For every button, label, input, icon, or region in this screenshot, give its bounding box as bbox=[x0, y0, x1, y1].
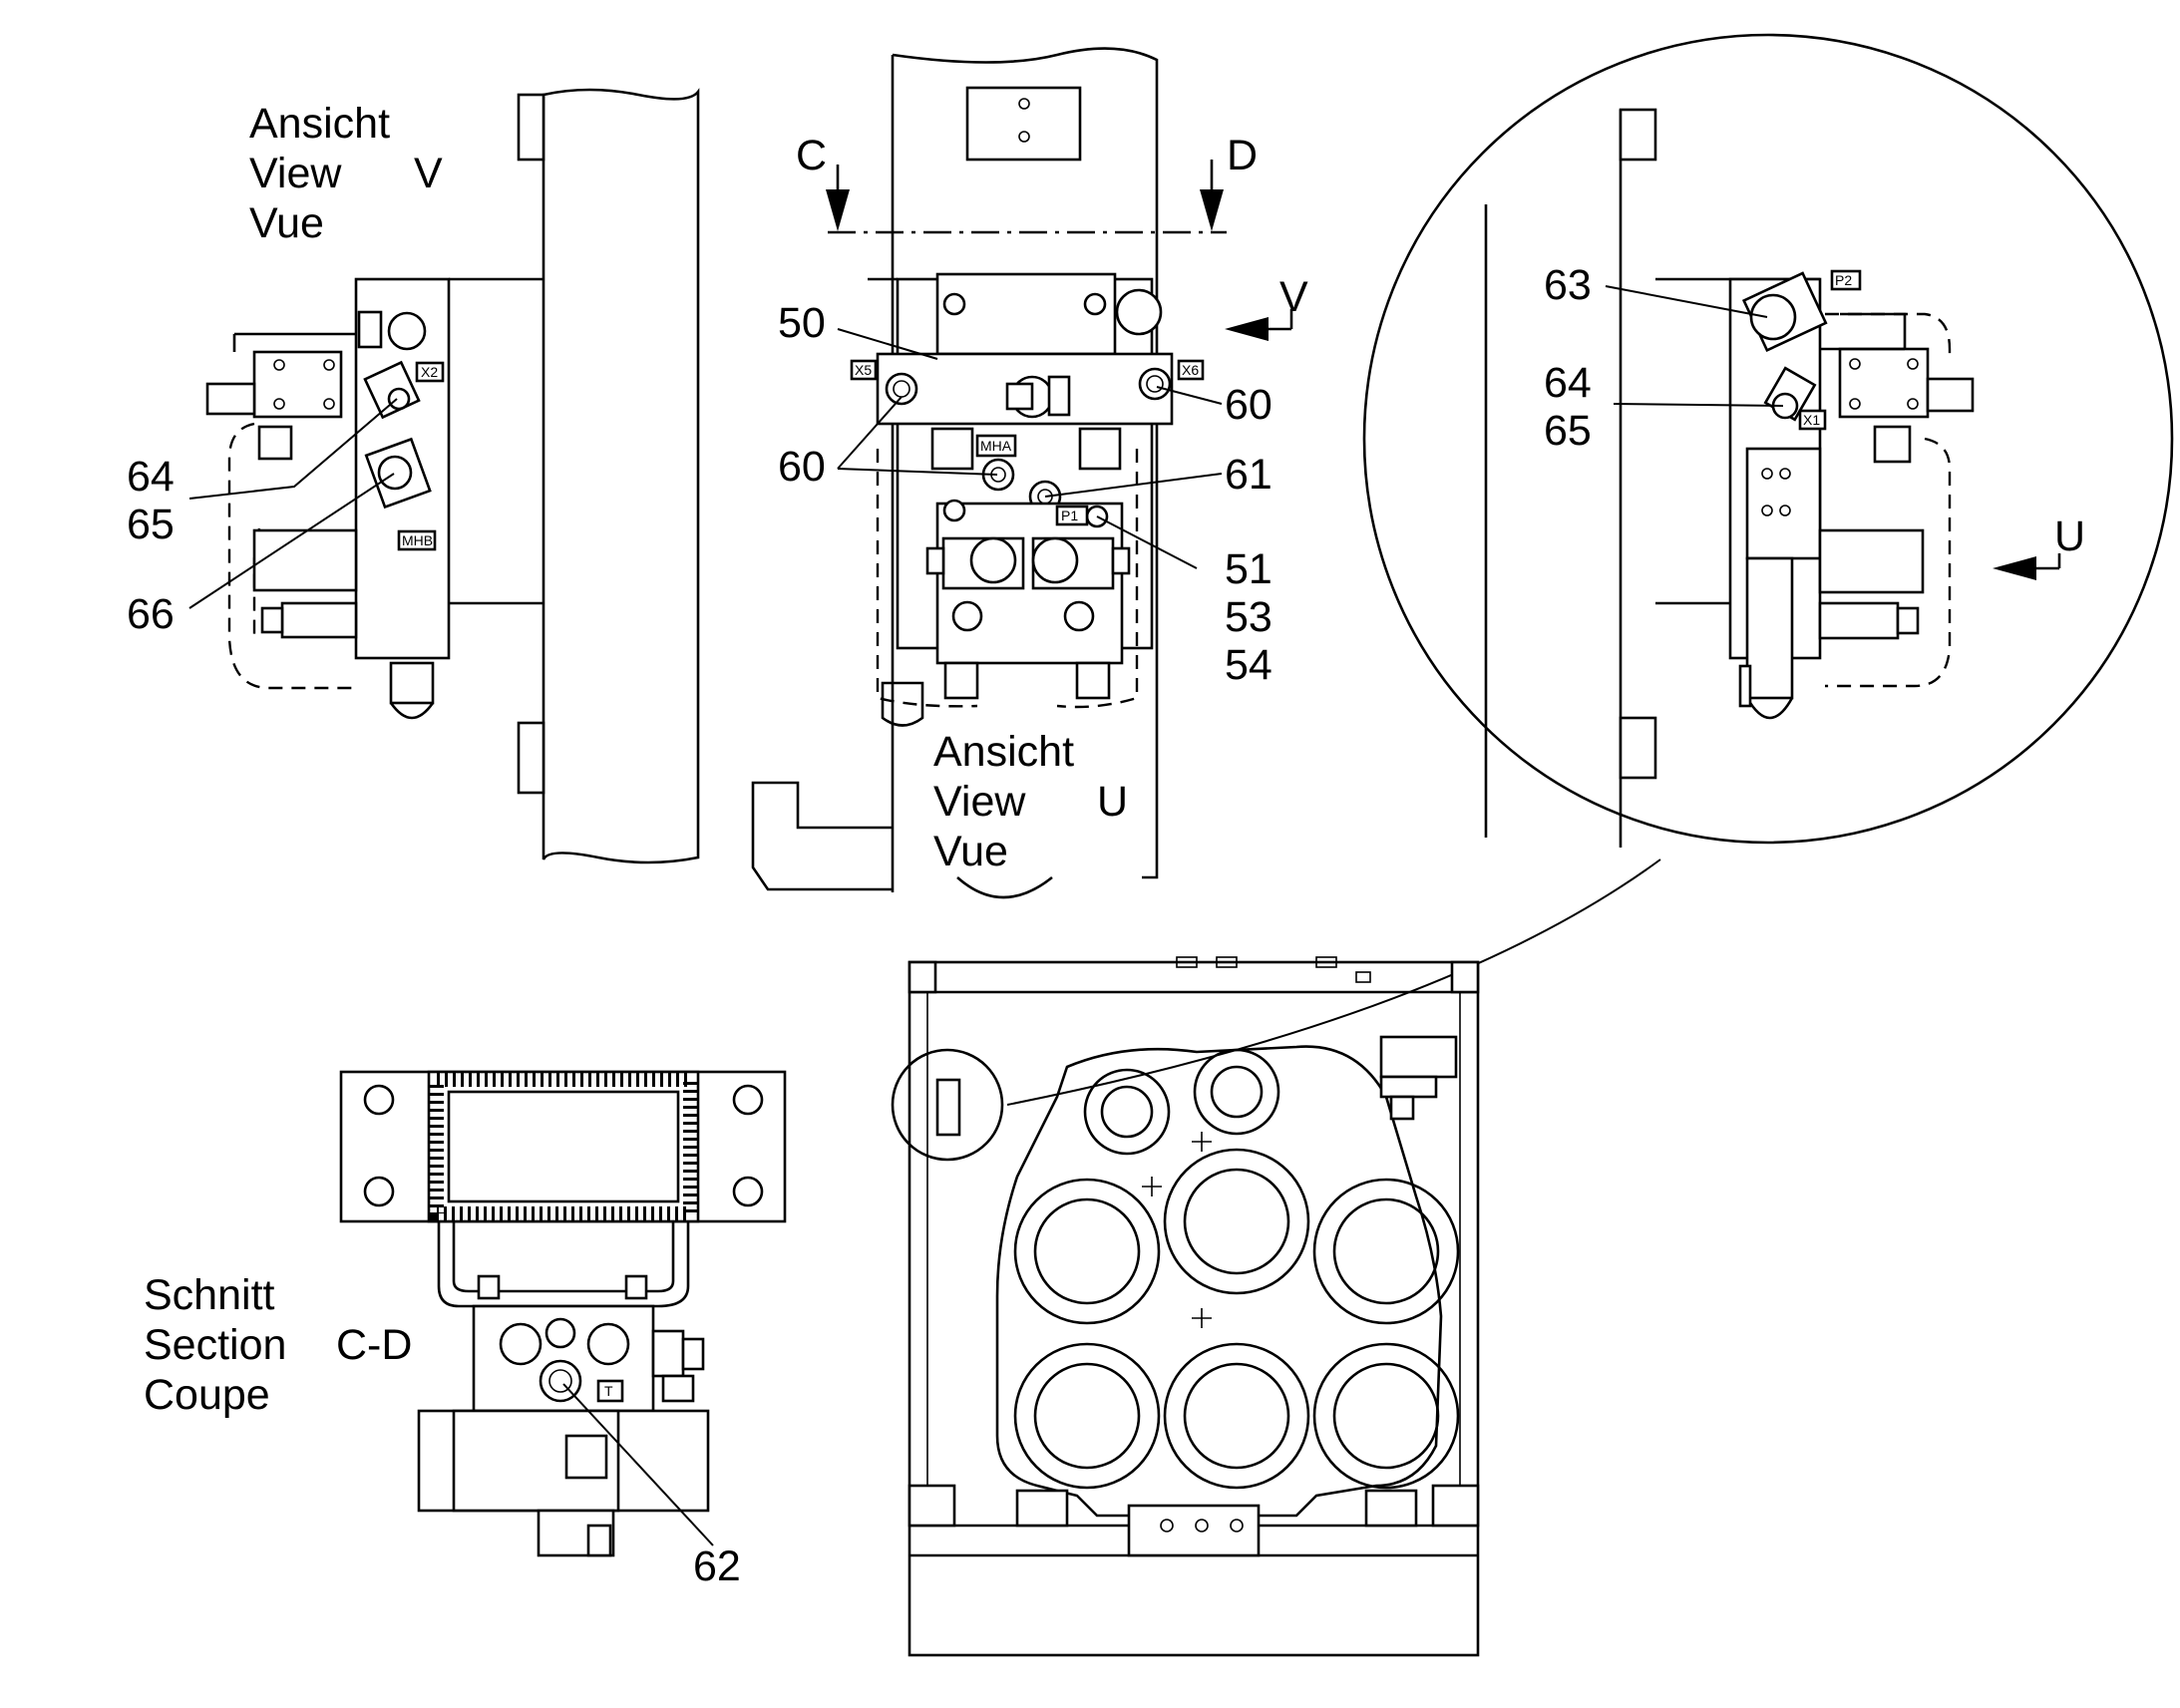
port-tag-x5: X5 bbox=[855, 362, 872, 378]
callout-61: 61 bbox=[1225, 451, 1272, 499]
roller-array bbox=[1013, 1148, 1460, 1490]
callout-64-right: 64 bbox=[1544, 359, 1592, 407]
arrow-label-v: V bbox=[1279, 273, 1308, 321]
arrow-label-c: C bbox=[796, 132, 827, 179]
section-cd-title-en: Section bbox=[144, 1321, 286, 1369]
machine-overview-drawing bbox=[891, 956, 1480, 1657]
port-tag-mhb: MHB bbox=[402, 532, 433, 548]
section-cd-title-fr: Coupe bbox=[144, 1371, 270, 1419]
arrow-label-d: D bbox=[1227, 132, 1258, 179]
view-u-title-de: Ansicht bbox=[933, 728, 1074, 776]
section-cd-drawing: T bbox=[339, 1070, 787, 1557]
callout-63: 63 bbox=[1544, 261, 1592, 309]
callout-60-left: 60 bbox=[778, 443, 826, 491]
port-tag-p2: P2 bbox=[1835, 272, 1852, 288]
port-tag-t: T bbox=[604, 1383, 613, 1399]
view-u-letter: U bbox=[1097, 778, 1128, 826]
view-v-title-de: Ansicht bbox=[249, 100, 390, 148]
port-tag-x6: X6 bbox=[1182, 362, 1199, 378]
detail-circle-drawing: P2 X1 bbox=[1362, 33, 2174, 848]
port-tag-mha: MHA bbox=[980, 438, 1012, 454]
view-u-title-fr: Vue bbox=[933, 828, 1008, 875]
view-u-title-en: View bbox=[933, 778, 1026, 826]
view-v-letter: V bbox=[414, 150, 443, 197]
callout-66: 66 bbox=[127, 590, 175, 638]
callout-51: 51 bbox=[1225, 545, 1272, 593]
view-v-title-fr: Vue bbox=[249, 199, 324, 247]
port-tag-x2: X2 bbox=[421, 364, 438, 380]
callout-60-right: 60 bbox=[1225, 381, 1272, 429]
view-u-drawing: X5 X6 MHA P1 bbox=[751, 47, 1227, 899]
callout-50: 50 bbox=[778, 299, 826, 347]
section-cd-title-de: Schnitt bbox=[144, 1271, 275, 1319]
callout-53: 53 bbox=[1225, 593, 1272, 641]
callout-64-left: 64 bbox=[127, 453, 175, 501]
port-tag-p1: P1 bbox=[1061, 508, 1078, 523]
arrow-label-u: U bbox=[2054, 512, 2085, 560]
callout-54: 54 bbox=[1225, 641, 1272, 689]
section-cd-letter: C-D bbox=[336, 1321, 412, 1369]
callout-65-left: 65 bbox=[127, 501, 175, 548]
view-v-title-en: View bbox=[249, 150, 342, 197]
callout-65-right: 65 bbox=[1544, 407, 1592, 455]
callout-62: 62 bbox=[693, 1542, 741, 1590]
port-tag-x1: X1 bbox=[1803, 412, 1820, 428]
view-v-drawing: X2 MHB bbox=[205, 88, 700, 864]
